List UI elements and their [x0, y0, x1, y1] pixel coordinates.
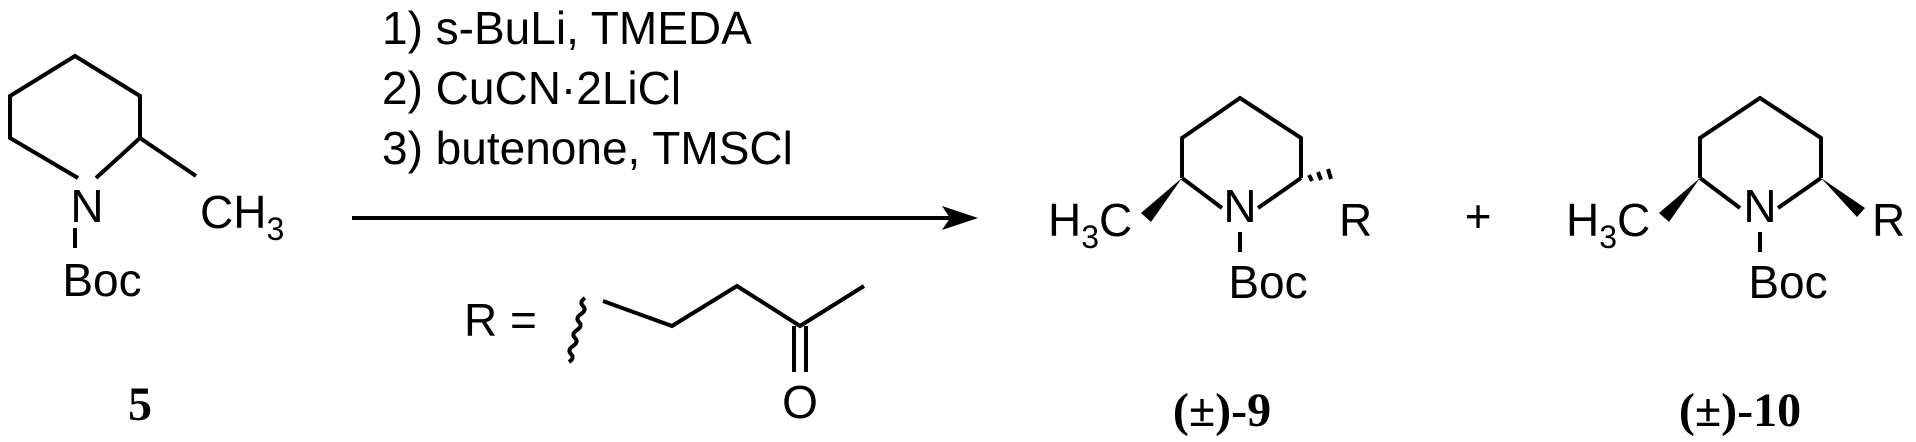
methyl-group: H3C [1048, 194, 1132, 255]
ring-bond-c6-n [1180, 176, 1224, 210]
nitrogen-atom: N [1743, 180, 1776, 232]
product-10: N H3C R Boc (±)-10 [1566, 95, 1905, 437]
starting-material-5: N CH3 Boc 5 [8, 53, 284, 431]
compound-label-5: 5 [128, 378, 152, 431]
hashed-bond-r [1307, 168, 1333, 182]
wavy-attachment-bond [567, 296, 587, 364]
reaction-arrow-head [942, 206, 978, 230]
wedge-bond-methyl [1141, 178, 1182, 222]
reagent-step-2: 2) CuCN·2LiCl [382, 62, 681, 114]
r-substituent: R [1339, 194, 1372, 246]
r-chain-bonds [602, 283, 866, 329]
boc-group: Boc [1748, 256, 1827, 308]
compound-label-9: (±)-9 [1173, 384, 1271, 437]
ring-bond-n-c2 [1256, 176, 1303, 210]
ring-bonds [1180, 95, 1303, 178]
product-9: N H3C R Boc (±)-9 [1048, 95, 1372, 437]
methyl-group: CH3 [200, 186, 284, 247]
wedge-bond-r [1821, 178, 1865, 217]
ring-bonds [8, 53, 142, 180]
r-group-label: R = [464, 294, 537, 346]
nitrogen-atom: N [1223, 180, 1256, 232]
reagent-step-3: 3) butenone, TMSCl [382, 122, 793, 174]
reaction-conditions: 1) s-BuLi, TMEDA 2) CuCN·2LiCl 3) buteno… [352, 2, 978, 230]
boc-group: Boc [62, 254, 141, 306]
r-substituent: R [1872, 194, 1905, 246]
compound-label-10: (±)-10 [1679, 384, 1801, 437]
ring-bond-n-c2 [94, 136, 142, 180]
nitrogen-atom: N [70, 180, 103, 232]
ring-bond-n-c2 [1776, 176, 1823, 210]
methyl-group: H3C [1566, 194, 1650, 255]
ring-bond-c6-n [1698, 176, 1742, 210]
wedge-bond-methyl [1659, 178, 1700, 222]
carbonyl-oxygen: O [782, 376, 818, 428]
ring-bonds [1698, 95, 1823, 178]
boc-group: Boc [1228, 256, 1307, 308]
plus-sign: + [1465, 190, 1492, 242]
reagent-step-1: 1) s-BuLi, TMEDA [382, 2, 752, 54]
methyl-bond [138, 136, 198, 178]
r-group-definition: R = O [464, 283, 866, 428]
